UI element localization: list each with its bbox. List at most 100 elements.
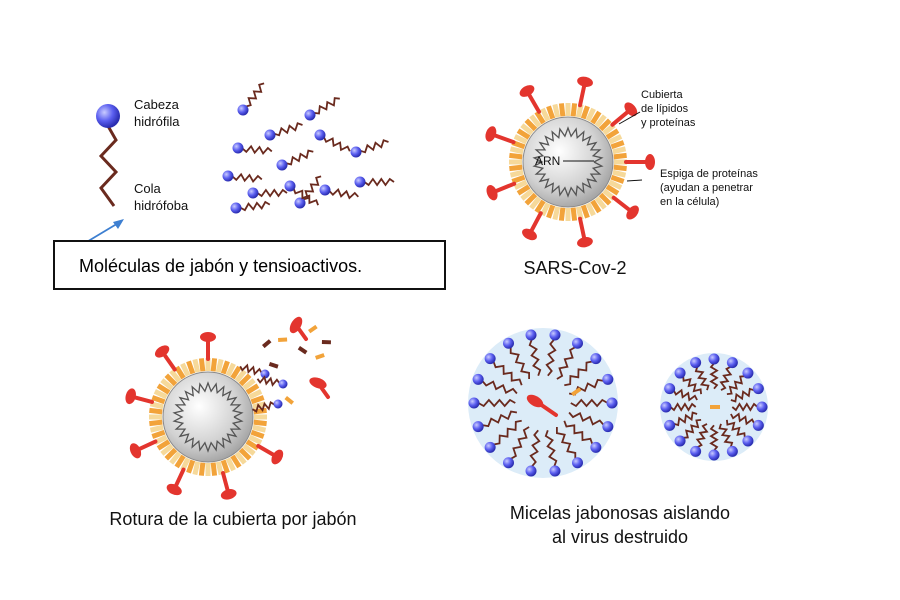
molecule-tail [529, 429, 541, 468]
molecule-tail [528, 339, 542, 376]
lipid-stripe [156, 383, 171, 395]
molecule-head [752, 383, 764, 395]
lipid-stripe [590, 199, 602, 214]
label-hydrophobic-tail: Cola hidrófoba [134, 181, 189, 213]
caption-rupture: Rotura de la cubierta por jabón [109, 509, 357, 529]
molecule-head [726, 445, 738, 457]
molecule-tail [252, 401, 275, 413]
lipid-stripe [149, 401, 164, 410]
lipid-stripe [529, 114, 542, 128]
spike-tip [154, 345, 170, 358]
spike-tip [522, 228, 537, 241]
molecule-tail [683, 419, 702, 439]
spike-tip [645, 154, 655, 170]
molecule-head [247, 187, 259, 199]
rna-strand [532, 126, 604, 198]
lipid-stripe [169, 369, 182, 383]
lipid-stripe [570, 207, 578, 221]
lipid-stripe [242, 443, 256, 456]
molecule-head [232, 142, 244, 154]
lipid-stripe [524, 192, 538, 206]
micelle-large [468, 328, 618, 478]
molecule-head [708, 353, 720, 365]
molecule-head [742, 367, 754, 379]
lipid-stripe [608, 134, 623, 145]
molecule-head [237, 104, 249, 116]
molecule-tail [545, 338, 557, 377]
spike-callout [626, 179, 643, 182]
molecule-tail [241, 144, 273, 156]
molecule-tail [323, 136, 351, 152]
molecule-tail [568, 411, 605, 426]
spike-tip [624, 102, 638, 117]
lipid-stripe [509, 152, 523, 160]
spike-tip [129, 443, 142, 459]
molecule-head [294, 197, 306, 209]
molecule-head [690, 357, 702, 369]
lipid-stripe [225, 362, 236, 377]
lipid-stripe [558, 103, 566, 117]
lipid-stripe [156, 439, 171, 451]
trapped-fragment [571, 387, 582, 397]
lipid-stripe [210, 358, 218, 372]
molecule-tail [544, 430, 558, 467]
lipid-fragment [321, 340, 331, 345]
lipid-stripe [245, 383, 260, 395]
spike-tip [166, 483, 182, 496]
lipid-stripe [149, 407, 163, 415]
molecule-head [484, 441, 496, 453]
lipid-stripe [540, 202, 551, 217]
lipid-stripe [585, 107, 596, 122]
soap-molecules-scatter [222, 82, 395, 214]
lipid-stripe [529, 196, 542, 210]
molecule-tail [719, 365, 733, 391]
molecule-tail [477, 398, 516, 408]
molecule-head [350, 146, 362, 158]
lipid-stripe [546, 105, 556, 120]
detached-spike-tip [289, 316, 303, 334]
lipid-stripe [220, 360, 230, 375]
lipid-stripe [580, 105, 590, 120]
molecule-tail [570, 398, 609, 408]
spike-tip [220, 489, 237, 500]
molecule-tail [709, 424, 719, 452]
detached-spike-tip [309, 377, 327, 389]
molecule-tail [510, 426, 530, 460]
molecule-head [674, 435, 686, 447]
ruptured-virus [125, 332, 284, 500]
lipid-stripe [598, 118, 612, 132]
soap-caption-box: Moléculas de jabón y tensioactivos. [53, 240, 446, 290]
lipid-fragment [297, 346, 308, 355]
molecule-tail [694, 366, 710, 391]
molecule-head [742, 435, 754, 447]
lipid-stripe [215, 358, 224, 373]
lipid-stripe [590, 110, 602, 125]
lipid-stripe [558, 207, 566, 221]
soap-molecule-legend [96, 104, 120, 207]
molecule-head [273, 399, 283, 409]
molecule-tail [359, 139, 389, 154]
lipid-stripe [186, 360, 196, 375]
molecule-head [606, 397, 618, 409]
molecule-head [319, 184, 331, 196]
lipid-fragment [315, 353, 325, 360]
lipid-stripe [513, 134, 528, 145]
lipid-stripe [534, 110, 546, 125]
lipid-fragment [284, 396, 294, 405]
molecule-head [590, 441, 602, 453]
molecule-tail [292, 188, 319, 206]
molecule-tail [695, 423, 709, 449]
molecule-head [664, 419, 676, 431]
lipid-stripe [520, 188, 534, 201]
lipid-stripe [513, 179, 528, 190]
spike-tip [519, 85, 535, 97]
viral-core [522, 116, 614, 208]
lipid-stripe [570, 103, 578, 117]
lipid-stripe [149, 424, 164, 433]
molecule-tail [672, 388, 698, 402]
molecule-head [503, 337, 514, 349]
spike-tip [577, 237, 593, 248]
molecule-head [756, 401, 768, 413]
lipid-stripe [534, 199, 546, 214]
molecule-head [230, 202, 242, 214]
